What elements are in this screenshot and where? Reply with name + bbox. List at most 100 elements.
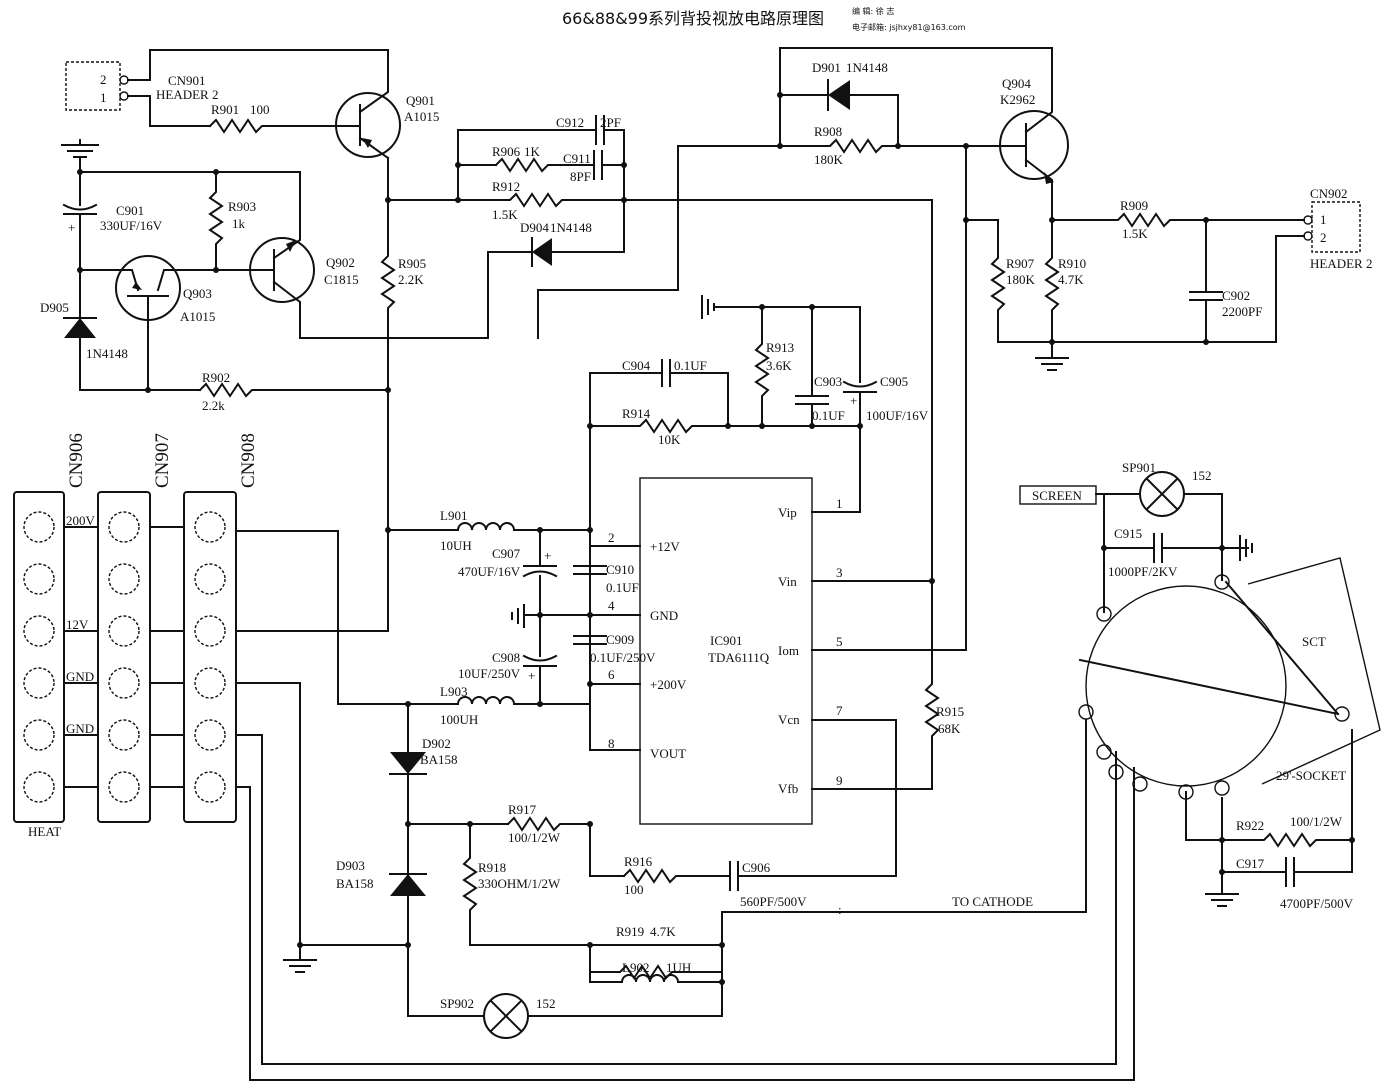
svg-text:R922: R922 [1236, 818, 1264, 833]
svg-text:R915: R915 [936, 704, 964, 719]
svg-text:560PF/500V: 560PF/500V [740, 894, 807, 909]
diagram-title: 66&88&99系列背投视放电路原理图 [562, 9, 824, 28]
svg-text:C912: C912 [556, 115, 584, 130]
svg-text:200V: 200V [66, 513, 96, 528]
ground-symbol [61, 139, 99, 158]
resistor-r916: R916 100 [622, 854, 731, 897]
capacitor-c910: C910 0.1UF [573, 529, 639, 616]
svg-text:+: + [544, 548, 551, 563]
svg-text:+: + [850, 393, 857, 408]
svg-text:1000PF/2KV: 1000PF/2KV [1108, 564, 1178, 579]
capacitor-c915: C915 1000PF/2KV [1108, 526, 1178, 579]
svg-text:100: 100 [250, 102, 270, 117]
svg-text:C909: C909 [606, 632, 634, 647]
svg-text:68K: 68K [938, 721, 961, 736]
svg-text:C906: C906 [742, 860, 771, 875]
svg-text:3.6K: 3.6K [766, 358, 792, 373]
resistor-r907: R907 180K [990, 219, 1036, 343]
svg-text:Q904: Q904 [1002, 76, 1031, 91]
svg-text:L901: L901 [440, 508, 467, 523]
svg-text:C905: C905 [880, 374, 908, 389]
svg-text:Vcn: Vcn [778, 712, 800, 727]
svg-text:1: 1 [1320, 212, 1327, 227]
svg-text:3: 3 [836, 565, 843, 580]
resistor-r902: R902 2.2k [198, 370, 389, 413]
capacitor-c911: C911 8PF [563, 150, 625, 184]
svg-text:VOUT: VOUT [650, 746, 686, 761]
resistor-r917: R917 100/1/2W [506, 802, 591, 845]
svg-text:R909: R909 [1120, 198, 1148, 213]
svg-text:180K: 180K [1006, 272, 1036, 287]
svg-text:C901: C901 [116, 203, 144, 218]
svg-text:C911: C911 [563, 151, 591, 166]
resistor-r918: R918 330OHM/1/2W [462, 823, 721, 946]
svg-text:C907: C907 [492, 546, 521, 561]
svg-text:10K: 10K [658, 432, 681, 447]
svg-text:100UF/16V: 100UF/16V [866, 408, 929, 423]
svg-text:2: 2 [100, 72, 107, 87]
svg-text:8: 8 [608, 736, 615, 751]
svg-text:Vip: Vip [778, 505, 797, 520]
capacitor-c902: C902 2200PF [1189, 219, 1262, 343]
svg-text:HEADER 2: HEADER 2 [1310, 256, 1372, 271]
resistor-r903: R903 1k [208, 171, 256, 271]
svg-text:CN907: CN907 [152, 433, 173, 488]
resistor-r912: R912 1.5K [457, 179, 933, 581]
svg-text:C902: C902 [1222, 288, 1250, 303]
crt-socket: SCT 29'-SOCKET [1078, 557, 1381, 800]
mosfet-q904: Q904 K2962 [997, 76, 1069, 221]
svg-text:R908: R908 [814, 124, 842, 139]
svg-text:R903: R903 [228, 199, 256, 214]
svg-text:CN902: CN902 [1310, 186, 1348, 201]
svg-text:+12V: +12V [650, 539, 680, 554]
resistor-r919: R919 4.7K [589, 924, 723, 980]
svg-text:+: + [528, 668, 535, 683]
svg-text:4700PF/500V: 4700PF/500V [1280, 896, 1354, 911]
capacitor-c901: + C901 330UF/16V [62, 171, 163, 271]
svg-text:1K: 1K [524, 144, 541, 159]
svg-text:CN906: CN906 [66, 433, 87, 488]
svg-text:2.2k: 2.2k [202, 398, 225, 413]
svg-text:8PF: 8PF [570, 169, 591, 184]
capacitor-c904: C904 0.1UF [622, 358, 729, 427]
svg-text:K2962: K2962 [1000, 92, 1035, 107]
svg-text:100/1/2W: 100/1/2W [1290, 814, 1343, 829]
capacitor-c908: + C908 10UF/250V [458, 614, 558, 701]
svg-text:SCT: SCT [1302, 634, 1326, 649]
svg-text:Vfb: Vfb [778, 781, 798, 796]
svg-text:R917: R917 [508, 802, 537, 817]
svg-text:R918: R918 [478, 860, 506, 875]
screen-label: SCREEN [1032, 488, 1082, 503]
connector-cn901: 2 1 CN901 HEADER 2 [65, 61, 218, 111]
svg-text:10UF/250V: 10UF/250V [458, 666, 521, 681]
capacitor-c912: C912 2PF [556, 115, 625, 253]
svg-text:100UH: 100UH [440, 712, 478, 727]
svg-text:R914: R914 [622, 406, 651, 421]
capacitor-c907: + C907 470UF/16V [458, 529, 558, 616]
svg-text:C910: C910 [606, 562, 634, 577]
resistor-r915: R915 68K [924, 580, 964, 741]
svg-text:100/1/2W: 100/1/2W [508, 830, 561, 845]
svg-text:470UF/16V: 470UF/16V [458, 564, 521, 579]
svg-text:CN901: CN901 [168, 73, 206, 88]
svg-text:152: 152 [536, 996, 556, 1011]
ground-symbol [1205, 871, 1239, 907]
svg-text:R902: R902 [202, 370, 230, 385]
resistor-r914: R914 10K [589, 406, 861, 447]
email-note: 电子邮箱: jsjhxy81@163.com [852, 22, 966, 32]
svg-text:C1815: C1815 [324, 272, 359, 287]
svg-text:1N4148: 1N4148 [846, 60, 888, 75]
resistor-r906: R906 1K [492, 144, 595, 173]
svg-text:IC901: IC901 [710, 633, 743, 648]
svg-text:Q902: Q902 [326, 255, 355, 270]
svg-text:330OHM/1/2W: 330OHM/1/2W [478, 876, 561, 891]
svg-text:HEAT: HEAT [28, 824, 61, 839]
svg-text:R910: R910 [1058, 256, 1086, 271]
svg-text:+200V: +200V [650, 677, 687, 692]
resistor-r909: R909 1.5K [1051, 198, 1305, 241]
spark-gap-sp902: SP902 152 [440, 993, 723, 1039]
transistor-q903: Q903 A1015 [79, 255, 217, 391]
svg-text:180K: 180K [814, 152, 844, 167]
svg-text:R905: R905 [398, 256, 426, 271]
